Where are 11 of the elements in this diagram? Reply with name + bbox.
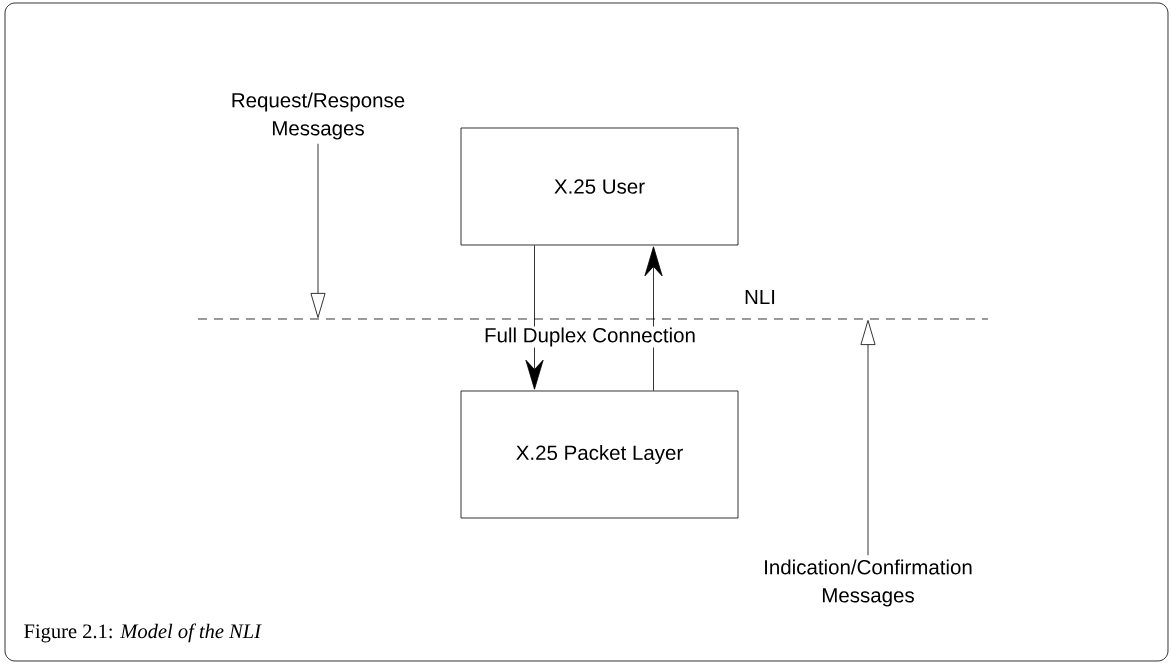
message-label: Indication/Confirmation Messages — [765, 559, 972, 607]
arrow — [860, 320, 876, 556]
arrow — [310, 143, 326, 318]
process-box: X.25 User — [460, 127, 739, 246]
connection-label: Full Duplex Connection — [483, 326, 697, 348]
interface-label: NLI — [745, 289, 775, 305]
arrow — [525, 245, 544, 390]
figure-caption: Figure 2.1: Model of the NLI — [24, 623, 262, 643]
arrow — [644, 246, 663, 391]
message-label: Request/Response Messages — [232, 92, 405, 140]
process-box: X.25 Packet Layer — [460, 390, 739, 519]
